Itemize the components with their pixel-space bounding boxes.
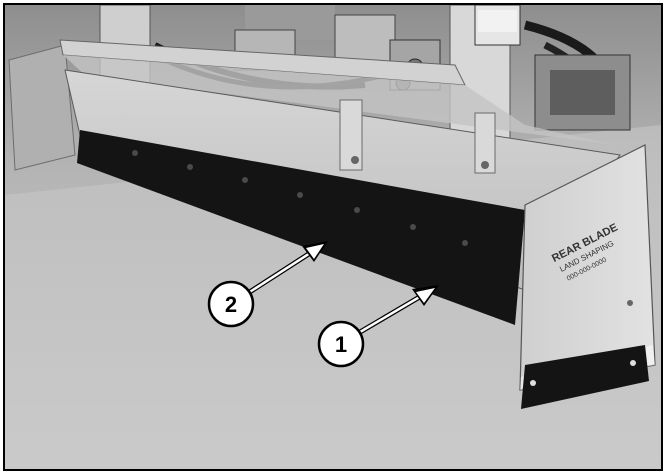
box-scraper-photo: REAR BLADE LAND SHAPING 000-000-0000 2 1 [5,5,661,469]
callout-2-label: 2 [225,292,237,317]
blade-bracket [474,112,496,174]
left-end-plate [8,44,76,171]
callout-2: 2 [207,241,328,328]
callout-1-label: 1 [335,332,347,357]
cutting-edge-bolts [132,150,468,246]
blade-bracket [339,99,363,171]
figure-frame: REAR BLADE LAND SHAPING 000-000-0000 2 1 [3,3,663,471]
cutting-edge [77,130,525,325]
callout-1: 1 [317,285,439,368]
